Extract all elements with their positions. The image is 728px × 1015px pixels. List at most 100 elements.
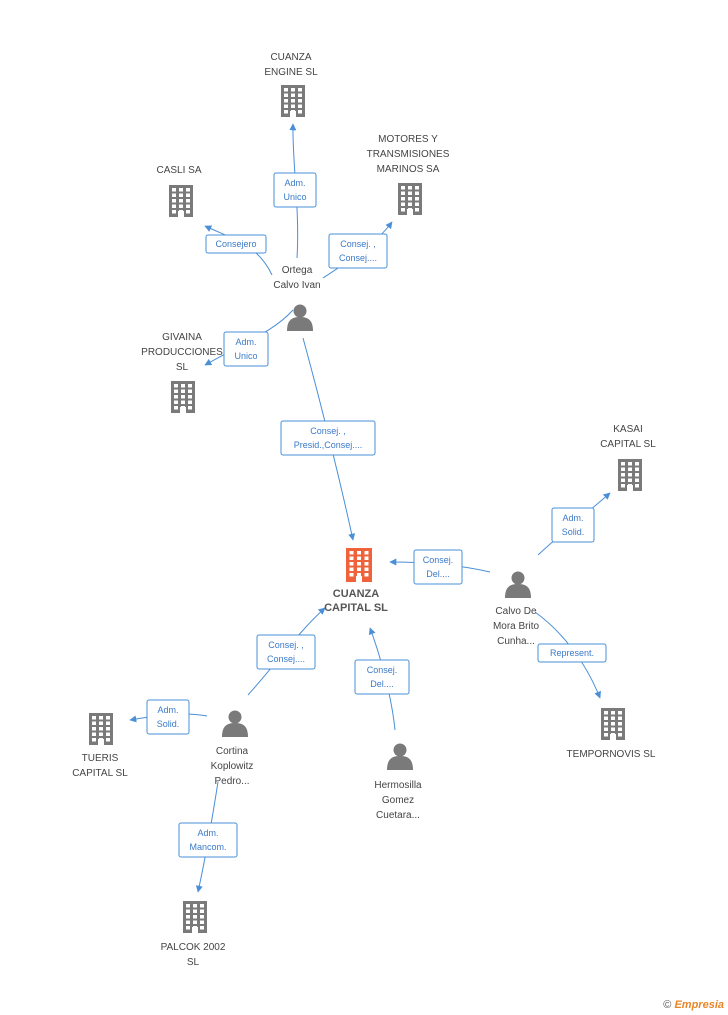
edge-label-text: Presid.,Consej....: [294, 440, 363, 450]
edge-label-box[interactable]: [413, 549, 463, 585]
node-label: KASAI: [613, 424, 642, 435]
edge-label-box[interactable]: [223, 331, 269, 367]
node-label: SL: [187, 957, 200, 968]
node-kasai[interactable]: KASAI CAPITAL SL: [600, 424, 656, 491]
edge-cortina-to-palcok: Adm. Mancom.: [178, 781, 238, 893]
node-hermosilla[interactable]: HermosillaGomezCuetara...: [374, 743, 422, 822]
edge-ortega-to-motores: Consej. , Consej....: [322, 221, 393, 279]
node-tempornovis[interactable]: TEMPORNOVIS SL: [567, 708, 656, 760]
building-icon: [169, 185, 193, 217]
node-label: TRANSMISIONES: [367, 149, 450, 160]
edge-label-text: Represent.: [550, 648, 594, 658]
node-label: MARINOS SA: [377, 164, 440, 175]
node-label: Koplowitz: [211, 761, 254, 772]
copyright-symbol: ©: [663, 999, 672, 1011]
node-label: MOTORES Y: [378, 134, 438, 145]
node-label: SL: [176, 362, 189, 373]
node-label: GIVAINA: [162, 332, 202, 343]
edge-label-text: Unico: [283, 192, 306, 202]
edge-label-box[interactable]: [551, 507, 595, 543]
node-tueris[interactable]: TUERIS CAPITAL SL: [72, 713, 128, 779]
edge-label-box[interactable]: [273, 172, 317, 208]
node-label: Cortina: [216, 746, 249, 757]
edge-label-box[interactable]: [354, 659, 410, 695]
node-cuanza-capital[interactable]: CUANZA CAPITAL SL: [324, 548, 388, 614]
building-icon: [281, 85, 305, 117]
edge-label-box[interactable]: [328, 233, 388, 269]
edge-label-text: Consej.: [423, 555, 454, 565]
node-label: Cunha...: [497, 636, 535, 647]
edge-calvo-to-kasai: Adm.Solid.: [537, 492, 611, 556]
edge-label-text: Adm.: [235, 337, 256, 347]
node-label: CAPITAL SL: [600, 439, 656, 450]
node-label: PRODUCCIONES: [141, 347, 223, 358]
edge-label-box[interactable]: [146, 699, 190, 735]
edge-label-text: Unico: [234, 351, 257, 361]
edge-label-box[interactable]: [205, 234, 267, 254]
node-label: Calvo Ivan: [273, 280, 320, 291]
building-icon: [171, 381, 195, 413]
edge-calvo-to-tempornovis: Represent.: [534, 611, 607, 699]
edge-label-text: Adm.: [197, 828, 218, 838]
node-label: CUANZA: [333, 588, 379, 600]
edge-label-text: Adm.: [562, 513, 583, 523]
edge-label-text: Consej. ,: [268, 640, 304, 650]
edge-label-box[interactable]: [178, 822, 238, 858]
node-label: Gomez: [382, 795, 414, 806]
edge-label-text: Adm.: [157, 705, 178, 715]
building-icon: [346, 548, 372, 582]
edge-label-box[interactable]: [280, 420, 376, 456]
node-label: TUERIS: [82, 753, 119, 764]
edge-ortega-to-cuanza_engine: Adm.Unico: [273, 123, 317, 259]
edge-hermosilla-to-cuanza_capital: Consej.Del....: [354, 627, 410, 731]
node-label: ENGINE SL: [264, 67, 318, 78]
node-label: TEMPORNOVIS SL: [567, 749, 656, 760]
node-label: Hermosilla: [374, 780, 422, 791]
edge-label-text: Consejero: [215, 239, 256, 249]
edge-label-text: Del....: [426, 569, 450, 579]
edge-calvo-to-cuanza_capital: Consej. Del....: [389, 549, 491, 585]
edge-label-text: Solid.: [157, 719, 180, 729]
edge-label-box[interactable]: [256, 634, 316, 670]
node-label: Pedro...: [214, 776, 249, 787]
edge-ortega-to-casli: Consejero: [204, 225, 273, 276]
building-icon: [183, 901, 207, 933]
node-motores[interactable]: MOTORES Y TRANSMISIONES MARINOS SA: [367, 134, 450, 215]
node-label: PALCOK 2002: [161, 942, 226, 953]
person-icon: [505, 571, 531, 598]
building-icon: [618, 459, 642, 491]
edge-label-box[interactable]: [537, 643, 607, 663]
nodes-layer: CUANZA ENGINE SL CASLI SA MOTORES Y TRANSMIS…: [72, 52, 656, 968]
building-icon: [89, 713, 113, 745]
brand-logo: Empresia: [674, 999, 724, 1011]
edge-ortega-to-cuanza_capital: Consej. , Presid.,Consej....: [280, 337, 376, 541]
node-cortina[interactable]: CortinaKoplowitzPedro...: [211, 710, 254, 788]
edge-label-text: Consej....: [267, 654, 305, 664]
edge-label-text: Mancom.: [189, 842, 226, 852]
edge-cortina-to-cuanza_capital: Consej. , Consej....: [247, 607, 326, 696]
edge-label-text: Consej. ,: [310, 426, 346, 436]
edge-label-text: Consej. ,: [340, 239, 376, 249]
edge-cortina-to-tueris: Adm. Solid.: [129, 699, 208, 735]
node-label: CUANZA: [270, 52, 311, 63]
node-givaina[interactable]: GIVAINA PRODUCCIONES SL: [141, 332, 223, 413]
building-icon: [398, 183, 422, 215]
node-cuanza-engine[interactable]: CUANZA ENGINE SL: [264, 52, 318, 117]
node-label: Ortega: [282, 265, 313, 276]
node-label: CAPITAL SL: [324, 602, 388, 614]
node-label: CAPITAL SL: [72, 768, 128, 779]
person-icon: [222, 710, 248, 737]
edge-label-text: Del....: [370, 679, 394, 689]
node-label: Cuetara...: [376, 810, 420, 821]
edge-label-text: Consej....: [339, 253, 377, 263]
node-label: CASLI SA: [156, 165, 201, 176]
node-casli[interactable]: CASLI SA: [156, 165, 202, 217]
footer-brand: © Empresia: [663, 999, 724, 1011]
node-label: Calvo De: [495, 606, 537, 617]
person-icon: [287, 304, 313, 331]
